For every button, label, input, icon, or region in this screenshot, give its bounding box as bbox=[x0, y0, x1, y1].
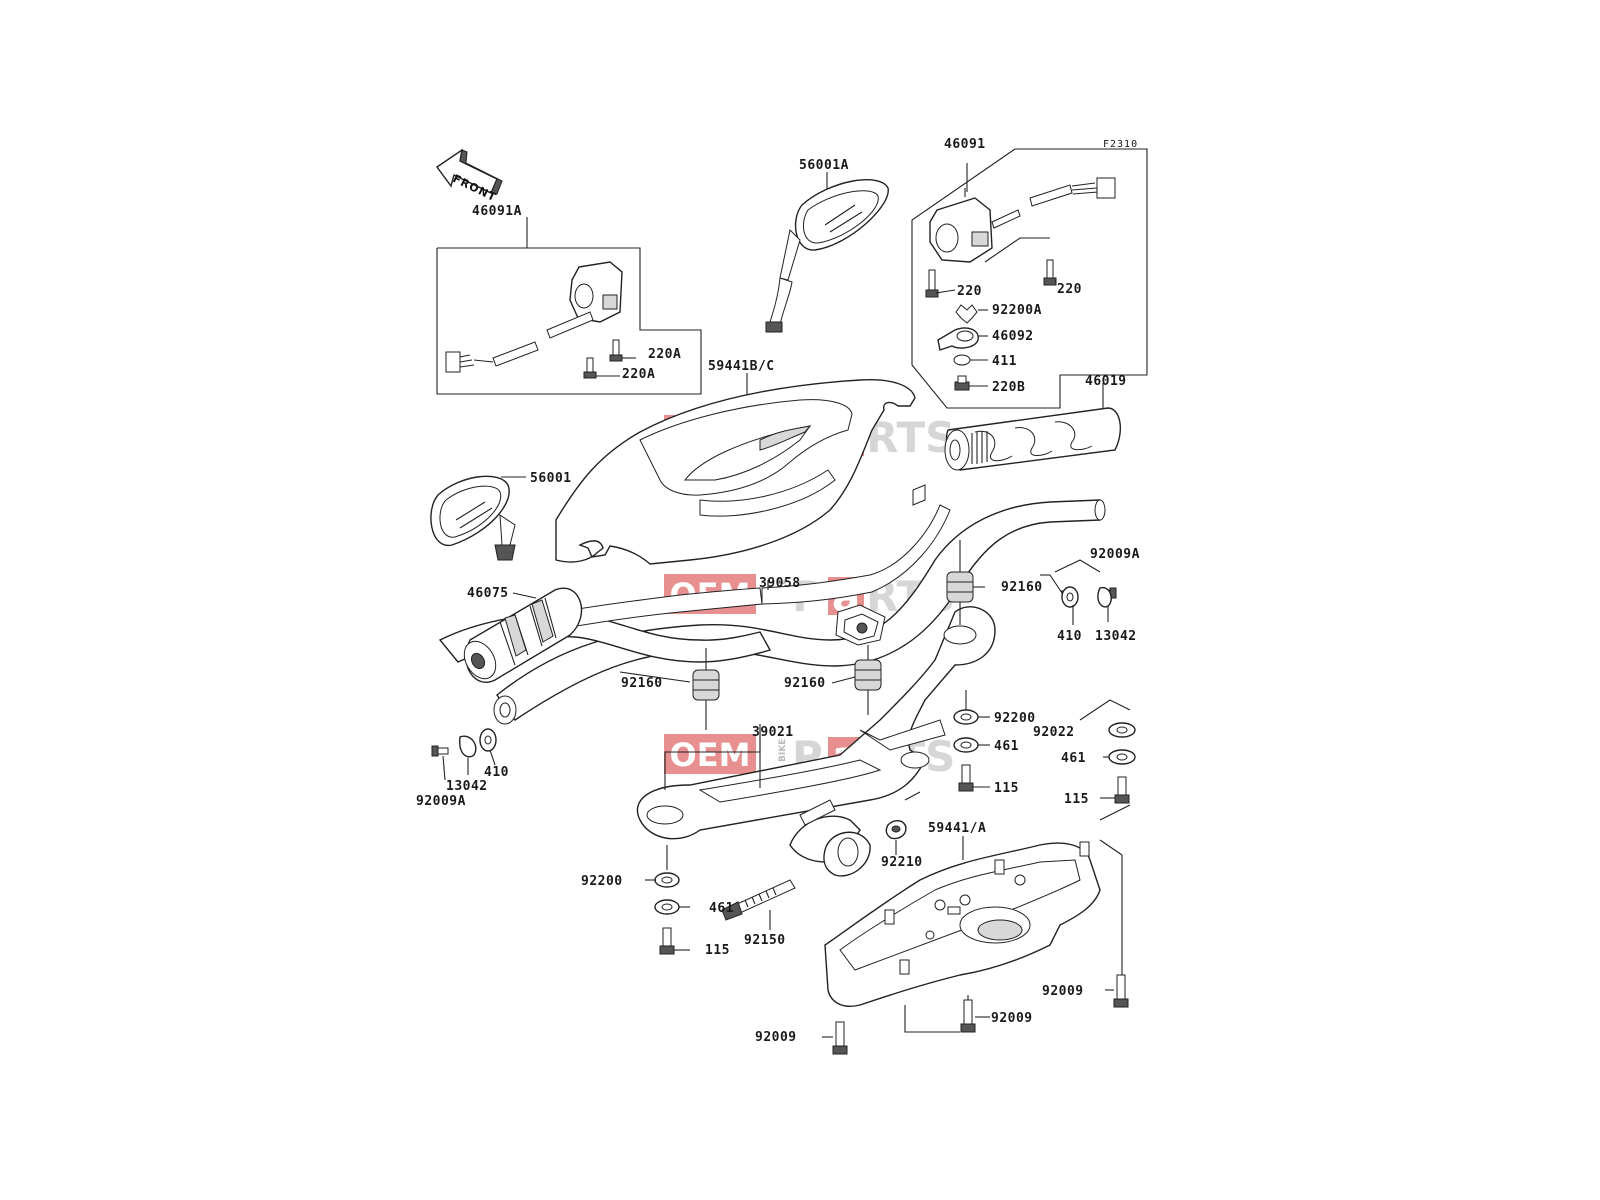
far-right-washer-stack bbox=[1079, 699, 1136, 821]
part-label: 46092 bbox=[992, 329, 1034, 344]
damper-92160-right bbox=[946, 540, 985, 625]
svg-text:BIKE: BIKE bbox=[778, 739, 788, 762]
part-label: 39021 bbox=[752, 725, 794, 740]
part-label: 220B bbox=[992, 380, 1025, 395]
part-label: 59441B/C bbox=[708, 359, 775, 374]
part-label: 92160 bbox=[784, 676, 826, 691]
svg-text:OEM: OEM bbox=[670, 736, 751, 774]
leader-lines bbox=[619, 574, 1063, 684]
part-label: 92200 bbox=[581, 874, 623, 889]
part-label: 410 bbox=[484, 765, 509, 780]
part-label: 56001 bbox=[530, 471, 572, 486]
part-label: 92009 bbox=[755, 1030, 797, 1045]
handle-holder bbox=[636, 606, 996, 840]
part-label: 92160 bbox=[1001, 580, 1043, 595]
part-label: 115 bbox=[705, 943, 730, 958]
part-label: 410 bbox=[1057, 629, 1082, 644]
part-label: 56001A bbox=[799, 158, 849, 173]
part-label: 92200 bbox=[994, 711, 1036, 726]
part-label: 115 bbox=[994, 781, 1019, 796]
part-label: 39058 bbox=[759, 576, 801, 591]
part-label: 46091A bbox=[472, 204, 522, 219]
part-label: 46075 bbox=[467, 586, 509, 601]
part-label: 461 bbox=[1061, 751, 1086, 766]
part-label: 220A bbox=[648, 347, 681, 362]
part-label: 92200A bbox=[992, 303, 1042, 318]
right-switch-assembly bbox=[911, 148, 1148, 409]
left-washer-stack bbox=[645, 845, 690, 955]
part-label: 59441/A bbox=[928, 821, 986, 836]
part-label: 461 bbox=[994, 739, 1019, 754]
part-label: 220 bbox=[1057, 282, 1082, 297]
left-mirror bbox=[430, 475, 526, 561]
part-label: 92009A bbox=[1090, 547, 1140, 562]
upper-handlebar-cover bbox=[555, 373, 916, 565]
holder-clamp bbox=[721, 799, 907, 930]
lower-handlebar-cover bbox=[824, 791, 1123, 1033]
front-arrow-icon: FRONT bbox=[436, 148, 503, 204]
part-label: 13042 bbox=[446, 779, 488, 794]
part-label: 115 bbox=[1064, 792, 1089, 807]
part-label: 13042 bbox=[1095, 629, 1137, 644]
part-label: 46091 bbox=[944, 137, 986, 152]
damper-92160-left bbox=[692, 648, 720, 730]
right-washer-stack bbox=[953, 690, 990, 792]
part-label: 461 bbox=[709, 901, 734, 916]
part-label: 92009A bbox=[416, 794, 466, 809]
right-mirror bbox=[765, 172, 889, 333]
right-bar-end bbox=[1049, 559, 1117, 625]
part-label: 92022 bbox=[1033, 725, 1075, 740]
bottom-bolts bbox=[822, 974, 1129, 1055]
left-switch-assembly bbox=[436, 217, 702, 395]
right-grip bbox=[944, 383, 1122, 471]
part-label: 92150 bbox=[744, 933, 786, 948]
part-label: 411 bbox=[992, 354, 1017, 369]
left-bar-end bbox=[431, 728, 497, 781]
part-label: 92009 bbox=[1042, 984, 1084, 999]
part-label: 92009 bbox=[991, 1011, 1033, 1026]
part-label: 92160 bbox=[621, 676, 663, 691]
damper-92160-mid bbox=[854, 645, 882, 715]
svg-text:RTS: RTS bbox=[866, 413, 955, 462]
part-labels: 46091A 56001A 46091 220A 220A 220 220 92… bbox=[416, 137, 1140, 1045]
diagram-code: F2310 bbox=[1103, 139, 1138, 150]
left-grip bbox=[463, 587, 583, 683]
part-label: 220 bbox=[957, 284, 982, 299]
part-label: 220A bbox=[622, 367, 655, 382]
part-label: 92210 bbox=[881, 855, 923, 870]
part-label: 46019 bbox=[1085, 374, 1127, 389]
